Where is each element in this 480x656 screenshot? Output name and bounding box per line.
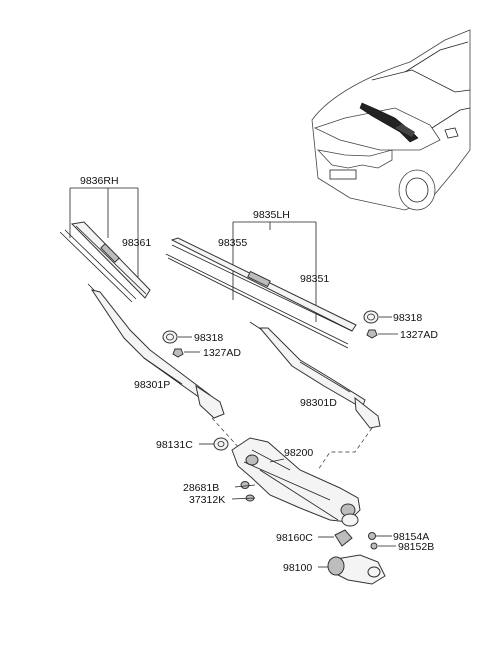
- passenger-wiper-arm: [87, 283, 225, 419]
- label-9836rh: 9836RH: [80, 175, 119, 187]
- label-98154a: 98154A: [393, 531, 429, 543]
- part-labels: 9836RH 98361 9835LH 98355 98351 98318 13…: [80, 175, 438, 574]
- label-98301d: 98301D: [300, 397, 337, 409]
- label-98301p: 98301P: [134, 379, 170, 391]
- label-1327ad-left: 1327AD: [203, 347, 241, 359]
- rh-wiper-blade-group: [59, 187, 151, 303]
- label-98200: 98200: [284, 447, 313, 459]
- label-28681b: 28681B: [183, 482, 219, 494]
- vehicle-illustration: [311, 29, 471, 211]
- label-98160c: 98160C: [276, 532, 313, 544]
- wiper-motor: [318, 529, 396, 585]
- label-98318-left: 98318: [194, 332, 223, 344]
- label-98361: 98361: [122, 237, 151, 249]
- label-98100: 98100: [283, 562, 312, 574]
- label-98152b: 98152B: [398, 541, 434, 553]
- label-98131c: 98131C: [156, 439, 193, 451]
- driver-wiper-arm: [249, 321, 381, 429]
- lh-wiper-blade-group: [165, 221, 357, 349]
- label-37312k: 37312K: [189, 494, 225, 506]
- cap-nut-right: [363, 310, 398, 339]
- wiper-linkage-assembly: [213, 437, 361, 527]
- label-1327ad-right: 1327AD: [400, 329, 438, 341]
- label-9835lh: 9835LH: [253, 209, 290, 221]
- label-98355: 98355: [218, 237, 247, 249]
- cap-nut-left: [162, 330, 200, 358]
- label-98351: 98351: [300, 273, 329, 285]
- label-98318-right: 98318: [393, 312, 422, 324]
